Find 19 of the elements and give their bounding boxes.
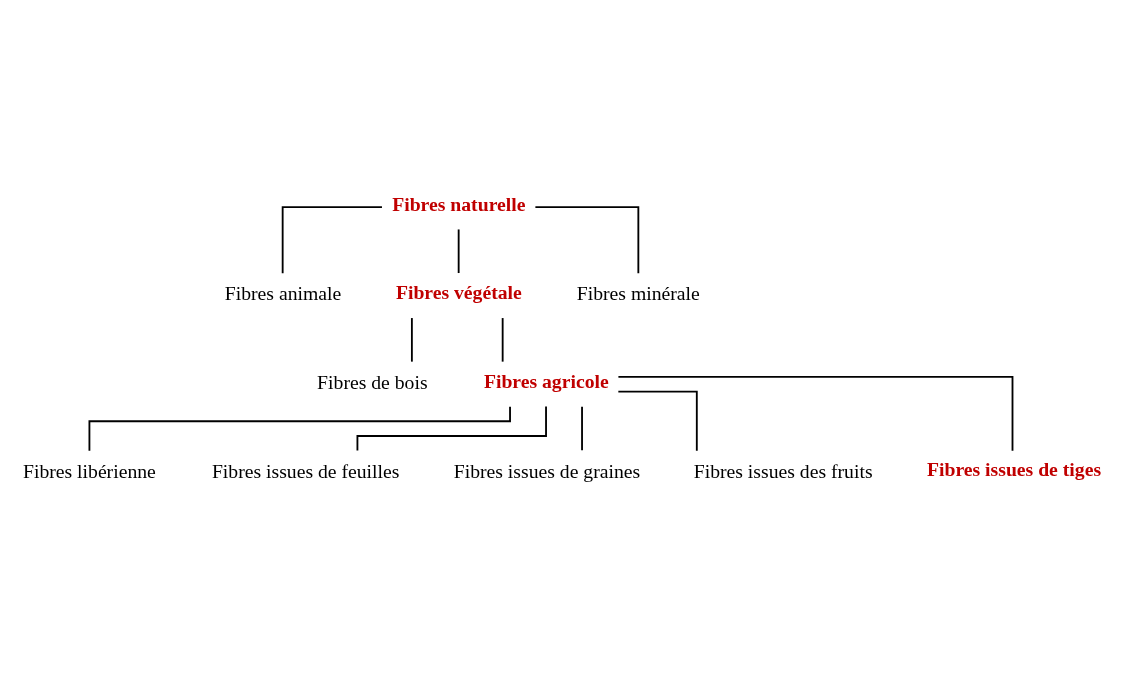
- node-text: Fibres issues des fruits: [693, 459, 873, 482]
- node-text: Fibres agricole: [483, 369, 609, 392]
- node-text: Fibres libérienne: [22, 459, 156, 482]
- connector: [501, 316, 504, 363]
- node-text: Fibres animale: [224, 281, 342, 304]
- connector: [281, 205, 383, 274]
- connector: [457, 228, 460, 274]
- node-text: Fibres de bois: [317, 370, 428, 393]
- connector: [581, 405, 583, 451]
- connector: [617, 375, 1014, 452]
- node-text: Fibres issues de feuilles: [211, 459, 400, 482]
- connector: [534, 205, 640, 274]
- node-text: Fibres minérale: [576, 281, 700, 304]
- connector: [410, 316, 413, 363]
- node-text: Fibres issues de graines: [453, 459, 641, 482]
- node-text: Fibres naturelle: [392, 192, 526, 215]
- node-text: Fibres issues de tiges: [926, 457, 1102, 480]
- node-text: Fibres végétale: [395, 280, 522, 303]
- connector: [617, 390, 698, 452]
